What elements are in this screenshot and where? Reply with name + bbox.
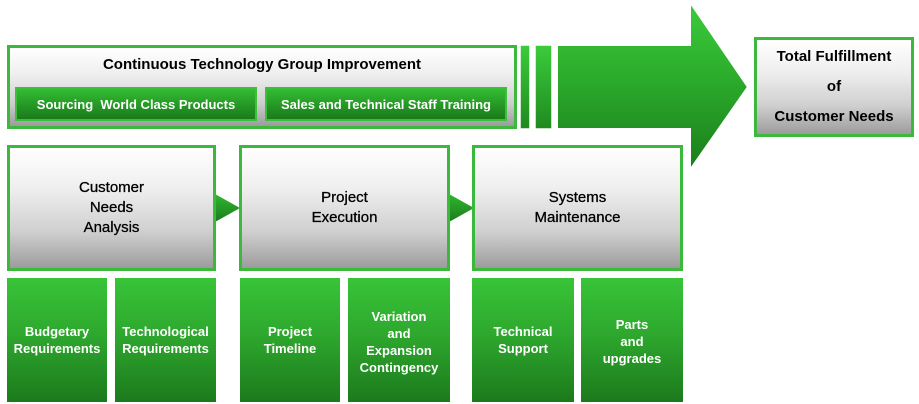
goal-label: Total Fulfillment of Customer Needs: [774, 48, 894, 125]
sub-box-project-timeline: Project Timeline: [240, 278, 340, 402]
training-box: Sales and Technical Staff Training: [265, 87, 507, 121]
improvement-box: Continuous Technology Group Improvement …: [7, 45, 517, 129]
sub-box-label: Variation and Expansion Contingency: [359, 309, 439, 375]
sub-box-label: Technical Support: [493, 324, 553, 356]
sub-box-label: Budgetary Requirements: [13, 324, 101, 356]
goal-box: Total Fulfillment of Customer Needs: [754, 37, 914, 137]
stage-label: Systems Maintenance: [534, 189, 621, 226]
arrow-bar-1: [519, 44, 531, 130]
stage-connector-2: [449, 194, 474, 222]
sub-box-label: Technological Requirements: [122, 324, 209, 356]
stage-connector-1: [215, 194, 240, 222]
arrow-head: [556, 0, 750, 174]
sub-box-label: Parts and upgrades: [602, 317, 662, 366]
sub-box-budgetary: Budgetary Requirements: [7, 278, 107, 402]
sourcing-label: Sourcing World Class Products: [36, 96, 236, 112]
sub-box-variation: Variation and Expansion Contingency: [348, 278, 450, 402]
training-label: Sales and Technical Staff Training: [281, 96, 491, 112]
stage-box-needs-analysis: Customer Needs Analysis: [7, 145, 216, 271]
sub-box-technological: Technological Requirements: [115, 278, 216, 402]
arrow-bar-2: [534, 44, 553, 130]
sub-box-technical-support: Technical Support: [472, 278, 574, 402]
stage-box-systems-maintenance: Systems Maintenance: [472, 145, 683, 271]
sub-box-label: Project Timeline: [263, 324, 317, 356]
stage-label: Project Execution: [311, 189, 378, 226]
stage-box-project-execution: Project Execution: [239, 145, 450, 271]
sub-box-parts-upgrades: Parts and upgrades: [581, 278, 683, 402]
stage-label: Customer Needs Analysis: [78, 179, 145, 236]
improvement-title: Continuous Technology Group Improvement: [102, 56, 422, 73]
sourcing-box: Sourcing World Class Products: [15, 87, 257, 121]
